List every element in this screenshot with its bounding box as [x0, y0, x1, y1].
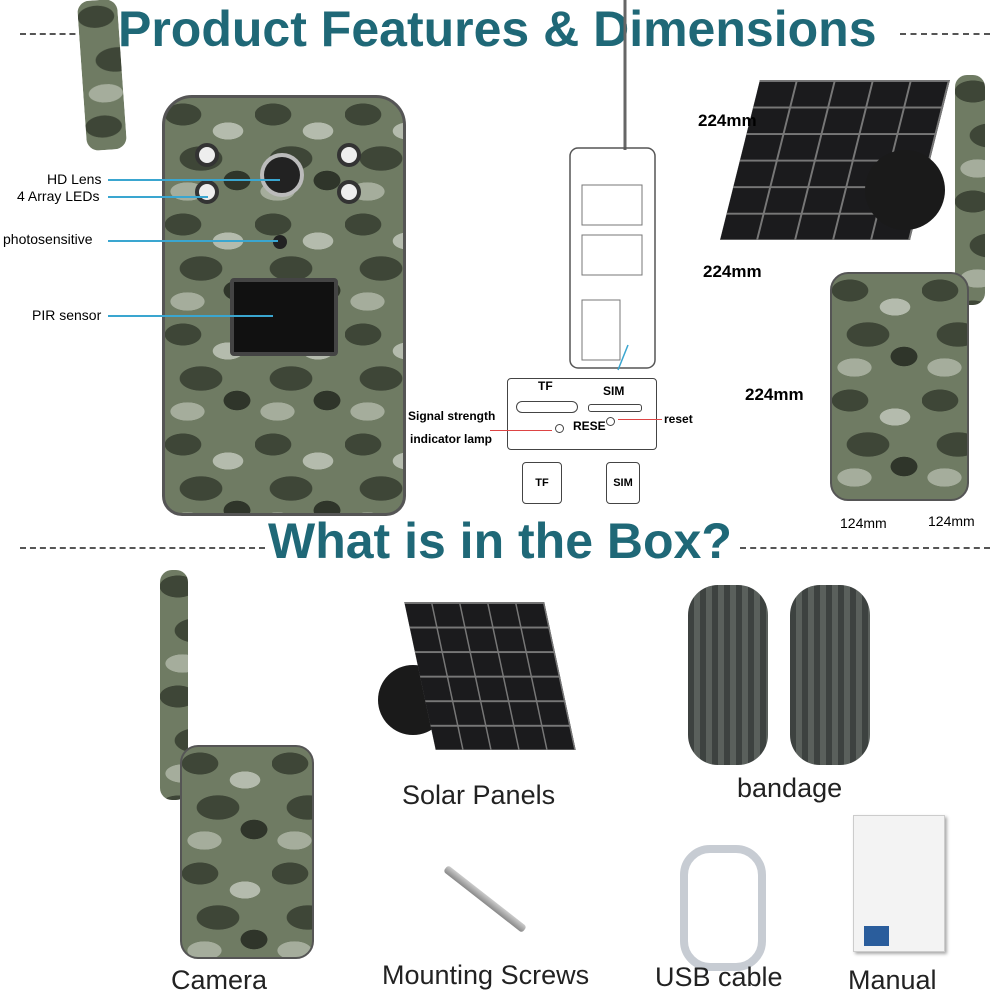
caption-solar-panels: Solar Panels: [402, 780, 556, 810]
label-photosensitive: photosensitive: [3, 231, 93, 247]
divider: [20, 33, 115, 35]
label-signal-2: indicator lamp: [410, 432, 493, 446]
bandage-image: [790, 585, 870, 765]
label-hd-lens: HD Lens: [47, 171, 102, 187]
sim-slot: [588, 404, 642, 412]
dim-camera-width: 124mm: [840, 515, 887, 531]
antenna: [955, 75, 985, 305]
caption-manual: Manual: [848, 965, 937, 995]
features-heading: Product Features & Dimensions: [118, 1, 877, 57]
label-pir: PIR sensor: [32, 307, 102, 323]
panel-mount: [865, 150, 945, 230]
screw-image: [443, 865, 527, 933]
divider: [900, 33, 990, 35]
callout-line: [108, 196, 208, 198]
label-leds: 4 Array LEDs: [17, 188, 100, 204]
camera-item-image: [180, 745, 314, 959]
tf-slot: [516, 401, 578, 413]
reset-button: [606, 417, 615, 426]
callout-line: [108, 240, 278, 242]
callout-line: [108, 315, 273, 317]
label-reset: reset: [664, 412, 693, 426]
slot-panel: TF SIM RESE: [507, 378, 657, 450]
sim-card-icon: SIM: [606, 462, 640, 504]
dim-panel-height: 224mm: [703, 262, 762, 281]
caption-mounting-screws: Mounting Screws: [382, 960, 590, 990]
label-signal: Signal strength: [408, 409, 496, 423]
divider: [20, 547, 265, 549]
callout-line: [108, 179, 280, 181]
dim-panel-width: 224mm: [698, 111, 757, 130]
tf-card-icon: TF: [522, 462, 562, 504]
manual-image: [853, 815, 945, 952]
dim-camera-height: 224mm: [745, 385, 804, 404]
usb-cable-image: [680, 845, 766, 971]
indicator-lamp: [555, 424, 564, 433]
divider: [740, 547, 990, 549]
caption-usb-cable: USB cable: [655, 962, 783, 992]
bandage-image: [688, 585, 768, 765]
box-heading: What is in the Box?: [268, 513, 732, 569]
caption-camera: Camera: [171, 965, 268, 995]
camera-side-image: [830, 272, 969, 501]
camera-line-drawing: [569, 0, 656, 371]
camera-image: [162, 95, 406, 516]
caption-bandage: bandage: [737, 773, 843, 803]
dim-camera-depth: 124mm: [928, 513, 975, 529]
